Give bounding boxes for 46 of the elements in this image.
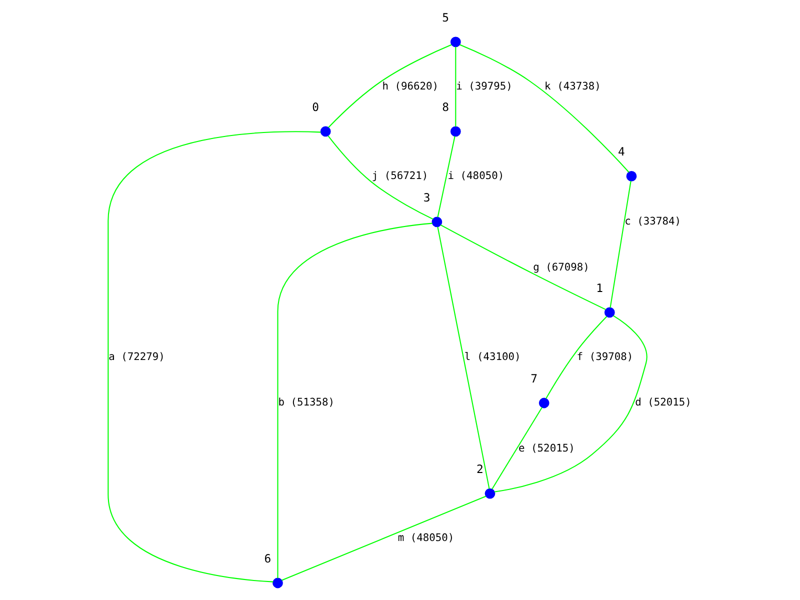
node-circle [538,398,550,408]
connector [437,136,456,218]
node-label: 8 [442,100,450,114]
connector [610,181,632,308]
node-label: 1 [596,280,604,295]
connector [440,224,606,310]
connector [494,315,648,492]
node-circle [320,126,331,137]
node-label: 6 [264,552,272,566]
connector [277,222,432,578]
node-label: 0 [312,100,319,114]
node-label: 7 [530,372,538,386]
node-label: 5 [442,10,450,24]
node-circle [604,307,615,318]
node-circle [484,488,496,499]
connector [437,226,490,489]
edge-label: d (52015) [635,396,692,409]
node-circle [626,170,637,182]
edge-label: e (52015) [518,442,575,454]
node-label: 3 [423,190,430,204]
edge-label: f (39708) [576,350,634,363]
node-label: 4 [618,144,625,159]
edge-label: i (48050) [448,170,504,182]
connector [282,496,486,581]
edge-label: c (33784) [624,216,681,228]
node-circle [272,578,283,588]
edge-label: i (39795) [456,80,512,92]
edge-label: g (67098) [533,261,590,274]
connector [108,131,321,582]
connector [460,44,630,173]
node-circle [450,126,461,137]
connector [546,316,608,399]
connector [455,46,456,127]
edge-label: a (72279) [108,350,165,363]
connector [328,136,434,220]
connector [328,44,452,128]
edge-label: m (48050) [398,532,454,544]
node-circle [450,36,461,48]
edge-label: l (43100) [464,350,521,363]
edge-label: b (51358) [278,396,335,409]
edge-label: j (56721) [372,170,428,182]
connector [492,407,542,490]
edge-label: h (96620) [382,80,439,92]
node-circle [432,216,442,228]
edge-label: k (43738) [544,80,601,92]
node-label: 2 [476,462,484,476]
